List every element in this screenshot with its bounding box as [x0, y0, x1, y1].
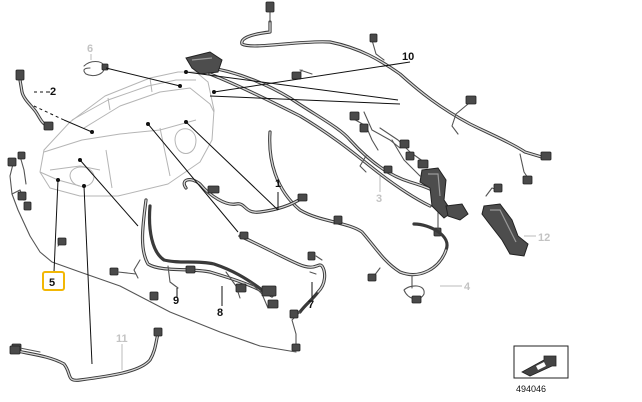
harness-4: [268, 130, 449, 304]
harness-11: [9, 327, 163, 382]
callout-8: 8: [217, 307, 223, 319]
part-6: [83, 60, 109, 77]
callout-5-highlight: [42, 271, 65, 291]
callout-3: 3: [376, 193, 382, 205]
callout-10: 10: [402, 51, 414, 63]
harness-10: [240, 1, 552, 185]
harness-5: [7, 151, 297, 353]
reference-number: 494046: [516, 384, 546, 394]
harness-1: [182, 178, 308, 214]
callout-2: 2: [50, 86, 56, 98]
callout-1: 1: [275, 178, 281, 190]
car-outline: [39, 71, 215, 197]
harness-3: [185, 51, 453, 237]
callout-6: 6: [87, 43, 93, 55]
leader-lines: [33, 54, 536, 370]
callout-12: 12: [538, 232, 550, 244]
callout-7: 7: [308, 299, 314, 311]
duct-12: [445, 183, 529, 257]
harness-8: [109, 198, 279, 309]
callouts: 1 2 3 4 5 6 7 8 9 10 11 12: [42, 43, 550, 345]
harness-2: [15, 69, 54, 131]
callout-9: 9: [173, 295, 179, 307]
callout-5: 5: [49, 277, 55, 289]
callout-11: 11: [116, 333, 128, 345]
reference-badge: 494046: [513, 345, 569, 394]
harness-7: [238, 231, 327, 352]
callout-4: 4: [464, 281, 471, 293]
